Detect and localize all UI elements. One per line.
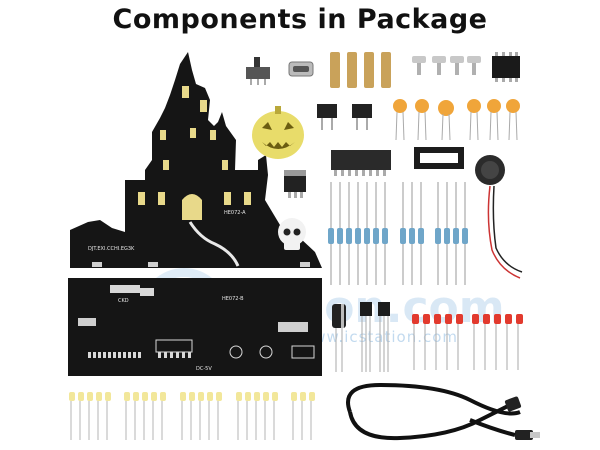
- yellow-leds: [69, 392, 315, 440]
- castle-pcb: DJT.EXI.CCHI.EG3K HE072-A: [70, 52, 322, 268]
- ic-socket: [414, 147, 464, 169]
- ic-chip-8pin: [492, 52, 520, 82]
- brass-standoffs: [330, 52, 391, 88]
- slide-switch: [246, 57, 270, 85]
- base-pcb: CKD DC-5V HE072-B: [68, 278, 322, 376]
- usb-cable: [346, 382, 540, 441]
- voltage-regulator: [284, 170, 306, 198]
- castle-board-name: HE072-A: [224, 210, 246, 216]
- base-board-label-left: CKD: [118, 298, 129, 304]
- ceramic-capacitors: [393, 99, 520, 141]
- castle-board-code: DJT.EXI.CCHI.EG3K: [88, 246, 135, 252]
- resistors: [328, 182, 468, 285]
- electrolytic-capacitor: [332, 304, 346, 372]
- usb-socket: [288, 61, 314, 77]
- speaker: [475, 155, 523, 279]
- push-buttons: [317, 104, 372, 130]
- pumpkin-pcb: [252, 106, 304, 159]
- base-board-label-bottom: DC-5V: [196, 366, 212, 372]
- base-board-code: HE072-B: [222, 296, 244, 302]
- red-leds: [412, 314, 523, 370]
- watermark-url: www.icstation.com: [300, 328, 459, 346]
- transistors: [360, 302, 390, 372]
- page-title: Components in Package: [112, 4, 488, 35]
- screws: [412, 56, 481, 75]
- ic-chip-16pin: [331, 150, 391, 176]
